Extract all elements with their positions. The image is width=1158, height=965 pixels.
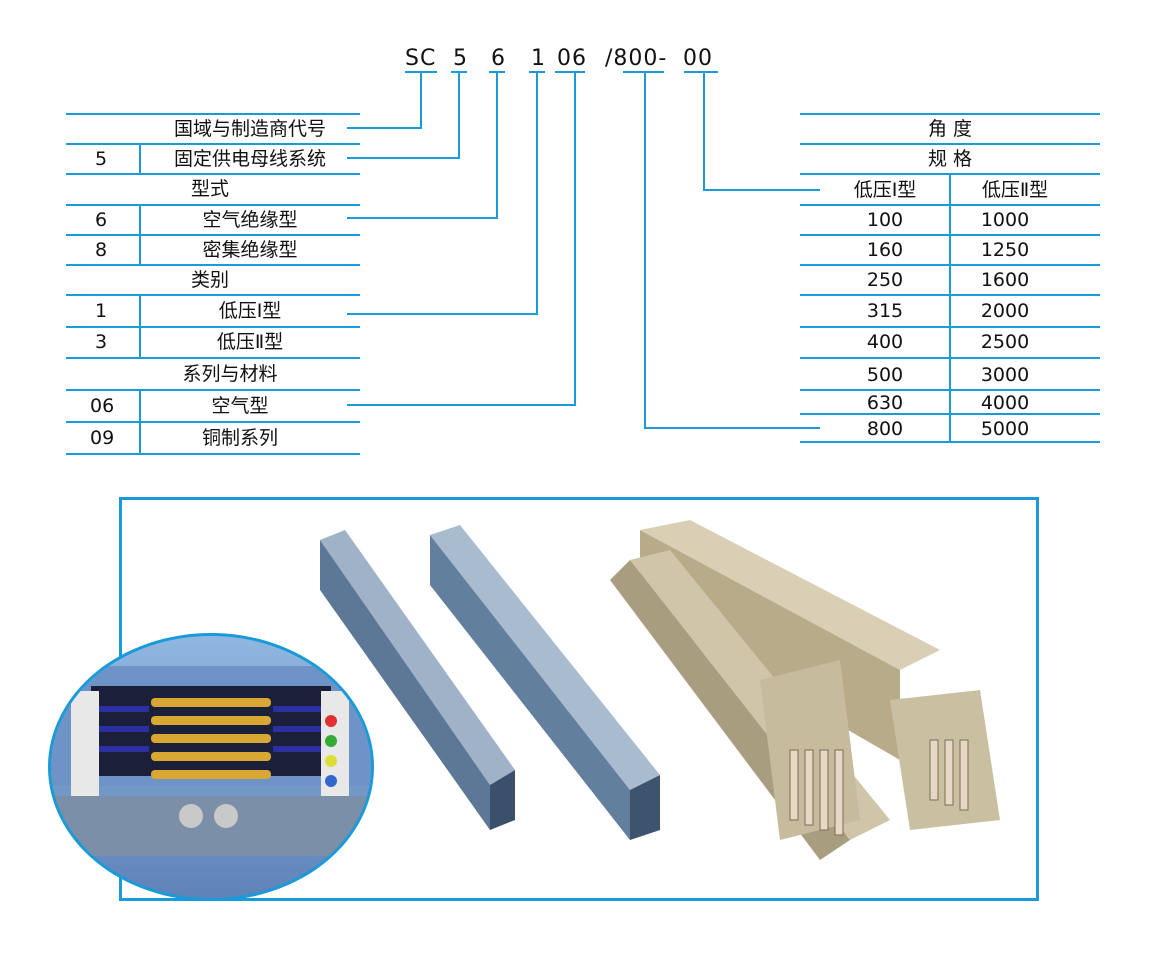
left-row-10-label: 铜制系列 [201,427,278,449]
code-part-1: 1 [531,46,546,71]
left-row-4-label: 密集绝缘型 [202,239,298,261]
right-r0-c1: 100 [866,209,904,231]
right-r3-c1: 315 [866,300,904,322]
code-part-6: 6 [491,46,506,71]
left-row-7-label: 低压Ⅱ型 [216,331,284,353]
right-r2-c1: 250 [866,269,904,291]
code-part-5: 5 [453,46,468,71]
right-col1-header: 低压Ⅰ型 [853,179,917,201]
left-row-1-label: 固定供电母线系统 [173,148,326,170]
right-col2-header: 低压Ⅱ型 [981,179,1049,201]
left-row-5-label: 类别 [190,269,229,291]
left-row-7-no: 3 [95,331,108,353]
code-part-00: 00 [683,46,713,71]
right-r1-c1: 160 [866,239,904,261]
left-row-10-no: 09 [90,427,115,449]
right-r2-c2: 1600 [980,269,1030,291]
code-part-800: /800- [605,46,668,71]
right-r5-c1: 500 [866,364,904,386]
left-row-3-no: 6 [95,209,108,231]
right-r6-c2: 4000 [980,392,1030,414]
right-r4-c1: 400 [866,331,904,353]
busbar-closeup-drawing [51,666,371,856]
right-title-angle: 角 度 [927,118,973,140]
right-r6-c1: 630 [866,392,904,414]
left-row-1-no: 5 [95,148,108,170]
code-part-sc: SC [405,46,437,71]
code-part-06: 06 [557,46,587,71]
left-row-6-no: 1 [95,300,108,322]
model-code: SC 5 6 1 06 /800- 00 [405,46,735,76]
left-row-6-label: 低压Ⅰ型 [218,300,282,322]
left-row-2-label: 型式 [190,178,229,200]
right-r7-c2: 5000 [980,418,1030,440]
right-r5-c2: 3000 [980,364,1030,386]
right-r0-c2: 1000 [980,209,1030,231]
left-row-0-label: 国域与制造商代号 [173,118,326,140]
right-r4-c2: 2500 [980,331,1030,353]
left-row-9-no: 06 [90,395,115,417]
left-row-4-no: 8 [95,239,108,261]
right-r1-c2: 1250 [980,239,1030,261]
left-row-3-label: 空气绝缘型 [202,209,298,231]
busbar-closeup-image [48,633,374,901]
right-title-spec: 规 格 [927,148,973,170]
right-r3-c2: 2000 [980,300,1030,322]
right-r7-c1: 800 [866,418,904,440]
left-row-9-label: 空气型 [211,395,269,417]
left-row-8-label: 系列与材料 [182,363,278,385]
busbar-products-image [320,520,1000,860]
